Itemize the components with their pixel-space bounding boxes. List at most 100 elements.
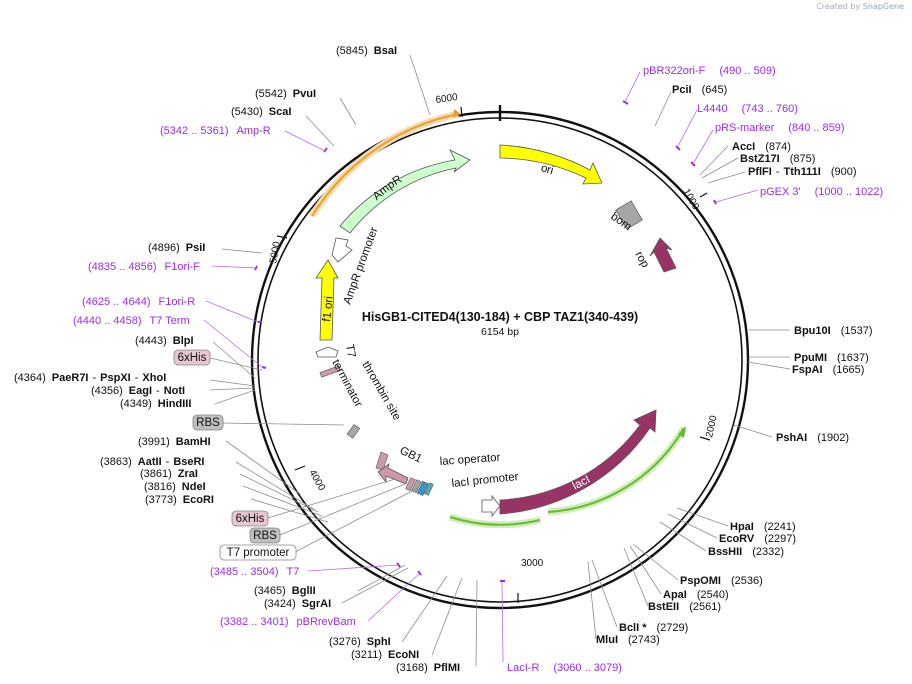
enzyme-bsai: BsaI (374, 45, 397, 57)
orf-green-arc-2 (547, 427, 685, 513)
svg-text:(3465)BglII: (3465)BglII (254, 585, 316, 597)
svg-text:ApaI(2540): ApaI(2540) (663, 589, 729, 601)
primer-leaders (203, 71, 759, 663)
laci-promoter-label: lacI promoter (451, 471, 519, 490)
svg-text:(4625 .. 4644)F1ori-R: (4625 .. 4644)F1ori-R (82, 296, 195, 308)
svg-text:(4356)EagI-NotI: (4356)EagI-NotI (91, 385, 185, 397)
rop-label: rop (632, 250, 651, 270)
rbs-label: RBS (196, 417, 220, 429)
tick-1000: 1000 (680, 187, 701, 212)
svg-text:pBR322ori-F(490 .. 509): pBR322ori-F(490 .. 509) (643, 65, 776, 77)
enzyme-leaders (209, 54, 791, 667)
svg-text:(3168)PflMI: (3168)PflMI (396, 662, 460, 674)
gb1-feature[interactable] (377, 463, 409, 485)
enzyme-labels: (5845)BsaI (5542)PvuI (5430)ScaI (4896)P… (14, 45, 460, 674)
svg-text:BstEII(2561): BstEII(2561) (648, 601, 721, 613)
svg-text:(3863)AatII-BseRI: (3863)AatII-BseRI (100, 456, 205, 468)
svg-text:pRS-marker(840 .. 859): pRS-marker(840 .. 859) (715, 122, 845, 134)
svg-text:FspAI(1665): FspAI(1665) (792, 364, 864, 376)
laci-promoter-arrow[interactable] (481, 494, 501, 518)
t7-terminator-arrow[interactable] (315, 346, 339, 358)
svg-text:(3816)NdeI: (3816)NdeI (144, 481, 206, 493)
ori-feature[interactable] (499, 144, 603, 185)
tick-6000: 6000 (435, 92, 459, 106)
backbone-outer (250, 110, 750, 610)
svg-text:(4896)PsiI: (4896)PsiI (148, 242, 205, 254)
f1-ori-feature[interactable] (315, 259, 339, 341)
f1-ori-label: f1 ori (321, 296, 336, 323)
svg-text:MluI(2743): MluI(2743) (596, 634, 660, 646)
tick-5000: 5000 (268, 240, 283, 264)
svg-text:(4349)HindIII: (4349)HindIII (120, 398, 191, 410)
lac-operator-label: lac operator (439, 452, 501, 468)
t7-promoter-feature (416, 480, 429, 497)
gb1-label: GB1 (398, 445, 424, 466)
lac-operator-feature (424, 482, 434, 496)
tick-2000: 2000 (704, 414, 719, 438)
svg-text:(4443)BlpI: (4443)BlpI (135, 335, 194, 347)
svg-text:(3485 .. 3504)T7: (3485 .. 3504)T7 (210, 566, 299, 578)
ampr-promoter-label: AmpR promoter (342, 225, 381, 306)
svg-text:(3991)BamHI: (3991)BamHI (138, 436, 211, 448)
svg-text:(3276)SphI: (3276)SphI (329, 636, 391, 648)
rbs-label-2: RBS (253, 530, 277, 542)
enzyme-scai: ScaI (269, 106, 292, 118)
svg-text:(5542)PvuI: (5542)PvuI (255, 88, 316, 100)
svg-text:(4835 .. 4856)F1ori-F: (4835 .. 4856)F1ori-F (88, 261, 200, 273)
credit-prefix: Created by (816, 2, 861, 11)
boxed-labels: 6xHis RBS 6xHis RBS T7 promoter (173, 349, 297, 561)
enzyme-labels-right: PciI(645) AccI(874) BstZ17I(875) PflFI-T… (596, 84, 872, 646)
enzyme-psii: PsiI (186, 242, 206, 254)
tick-4000: 4000 (306, 468, 327, 493)
orf-orange-arc (311, 113, 459, 217)
ampr-feature[interactable] (339, 149, 471, 234)
bom-feature[interactable] (615, 200, 643, 230)
svg-text:(4440 .. 4458)T7 Term: (4440 .. 4458)T7 Term (73, 315, 190, 327)
svg-text:(5430)ScaI: (5430)ScaI (231, 106, 291, 118)
svg-text:PshAI(1902): PshAI(1902) (776, 432, 849, 444)
thrombin-marker (375, 451, 389, 471)
thrombin-site-label: thrombin site (359, 360, 402, 423)
primer-labels: pBR322ori-F(490 .. 509) L4440(743 .. 760… (73, 65, 883, 674)
svg-text:LacI-R(3060 .. 3079): LacI-R(3060 .. 3079) (507, 662, 622, 674)
svg-text:Bpu10I(1537): Bpu10I(1537) (794, 325, 872, 337)
svg-text:EcoRV(2297): EcoRV(2297) (719, 533, 796, 545)
svg-text:(3424)SgrAI: (3424)SgrAI (264, 598, 331, 610)
his-tag-label: 6xHis (178, 352, 207, 364)
boxed-label-leaders (209, 357, 419, 553)
svg-text:(4364)PaeR7I-PspXI-XhoI: (4364)PaeR7I-PspXI-XhoI (14, 372, 166, 384)
t7-terminator-label-2: terminator (329, 358, 364, 409)
svg-text:BssHII(2332): BssHII(2332) (708, 546, 784, 558)
svg-text:(3211)EcoNI: (3211)EcoNI (351, 649, 419, 661)
snapgene-credit: Created by SnapGene (816, 2, 904, 11)
t7-promoter-label: T7 promoter (227, 547, 290, 559)
svg-text:PspOMI(2536): PspOMI(2536) (680, 575, 763, 587)
svg-text:pGEX 3'(1000 .. 1022): pGEX 3'(1000 .. 1022) (760, 186, 883, 198)
laci-feature[interactable] (499, 409, 657, 515)
tick-3000: 3000 (521, 558, 544, 569)
svg-text:(5342 .. 5361)Amp-R: (5342 .. 5361)Amp-R (160, 125, 271, 137)
thrombin-site-feature[interactable] (346, 423, 361, 439)
orf-green-head (678, 426, 686, 438)
svg-text:(3773)EcoRI: (3773)EcoRI (145, 494, 214, 506)
orf-green-arc-1 (449, 516, 541, 526)
svg-text:(5845)BsaI: (5845)BsaI (336, 45, 397, 57)
ori-label: ori (540, 162, 555, 177)
plasmid-size: 6154 bp (481, 326, 519, 338)
enzyme-blpi: BlpI (173, 335, 194, 347)
rbs-feature (411, 479, 422, 494)
svg-text:(3382 .. 3401)pBRrevBam: (3382 .. 3401)pBRrevBam (220, 616, 356, 628)
svg-text:(3861)ZraI: (3861)ZraI (140, 468, 198, 480)
svg-text:BstZ17I(875): BstZ17I(875) (740, 153, 815, 165)
rop-feature[interactable] (649, 237, 677, 273)
svg-text:HpaI(2241): HpaI(2241) (730, 521, 796, 533)
enzyme-pvui: PvuI (293, 88, 316, 100)
svg-text:PciI(645): PciI(645) (672, 84, 727, 96)
snapgene-brand: SnapGene (862, 2, 904, 11)
his-tag-label-2: 6xHis (236, 513, 265, 525)
his-tag-feature[interactable] (319, 365, 341, 378)
ampr-promoter-arrow[interactable] (331, 237, 353, 263)
orf-orange-head (453, 109, 461, 118)
plasmid-title: HisGB1-CITED4(130-184) + CBP TAZ1(340-43… (362, 310, 638, 324)
